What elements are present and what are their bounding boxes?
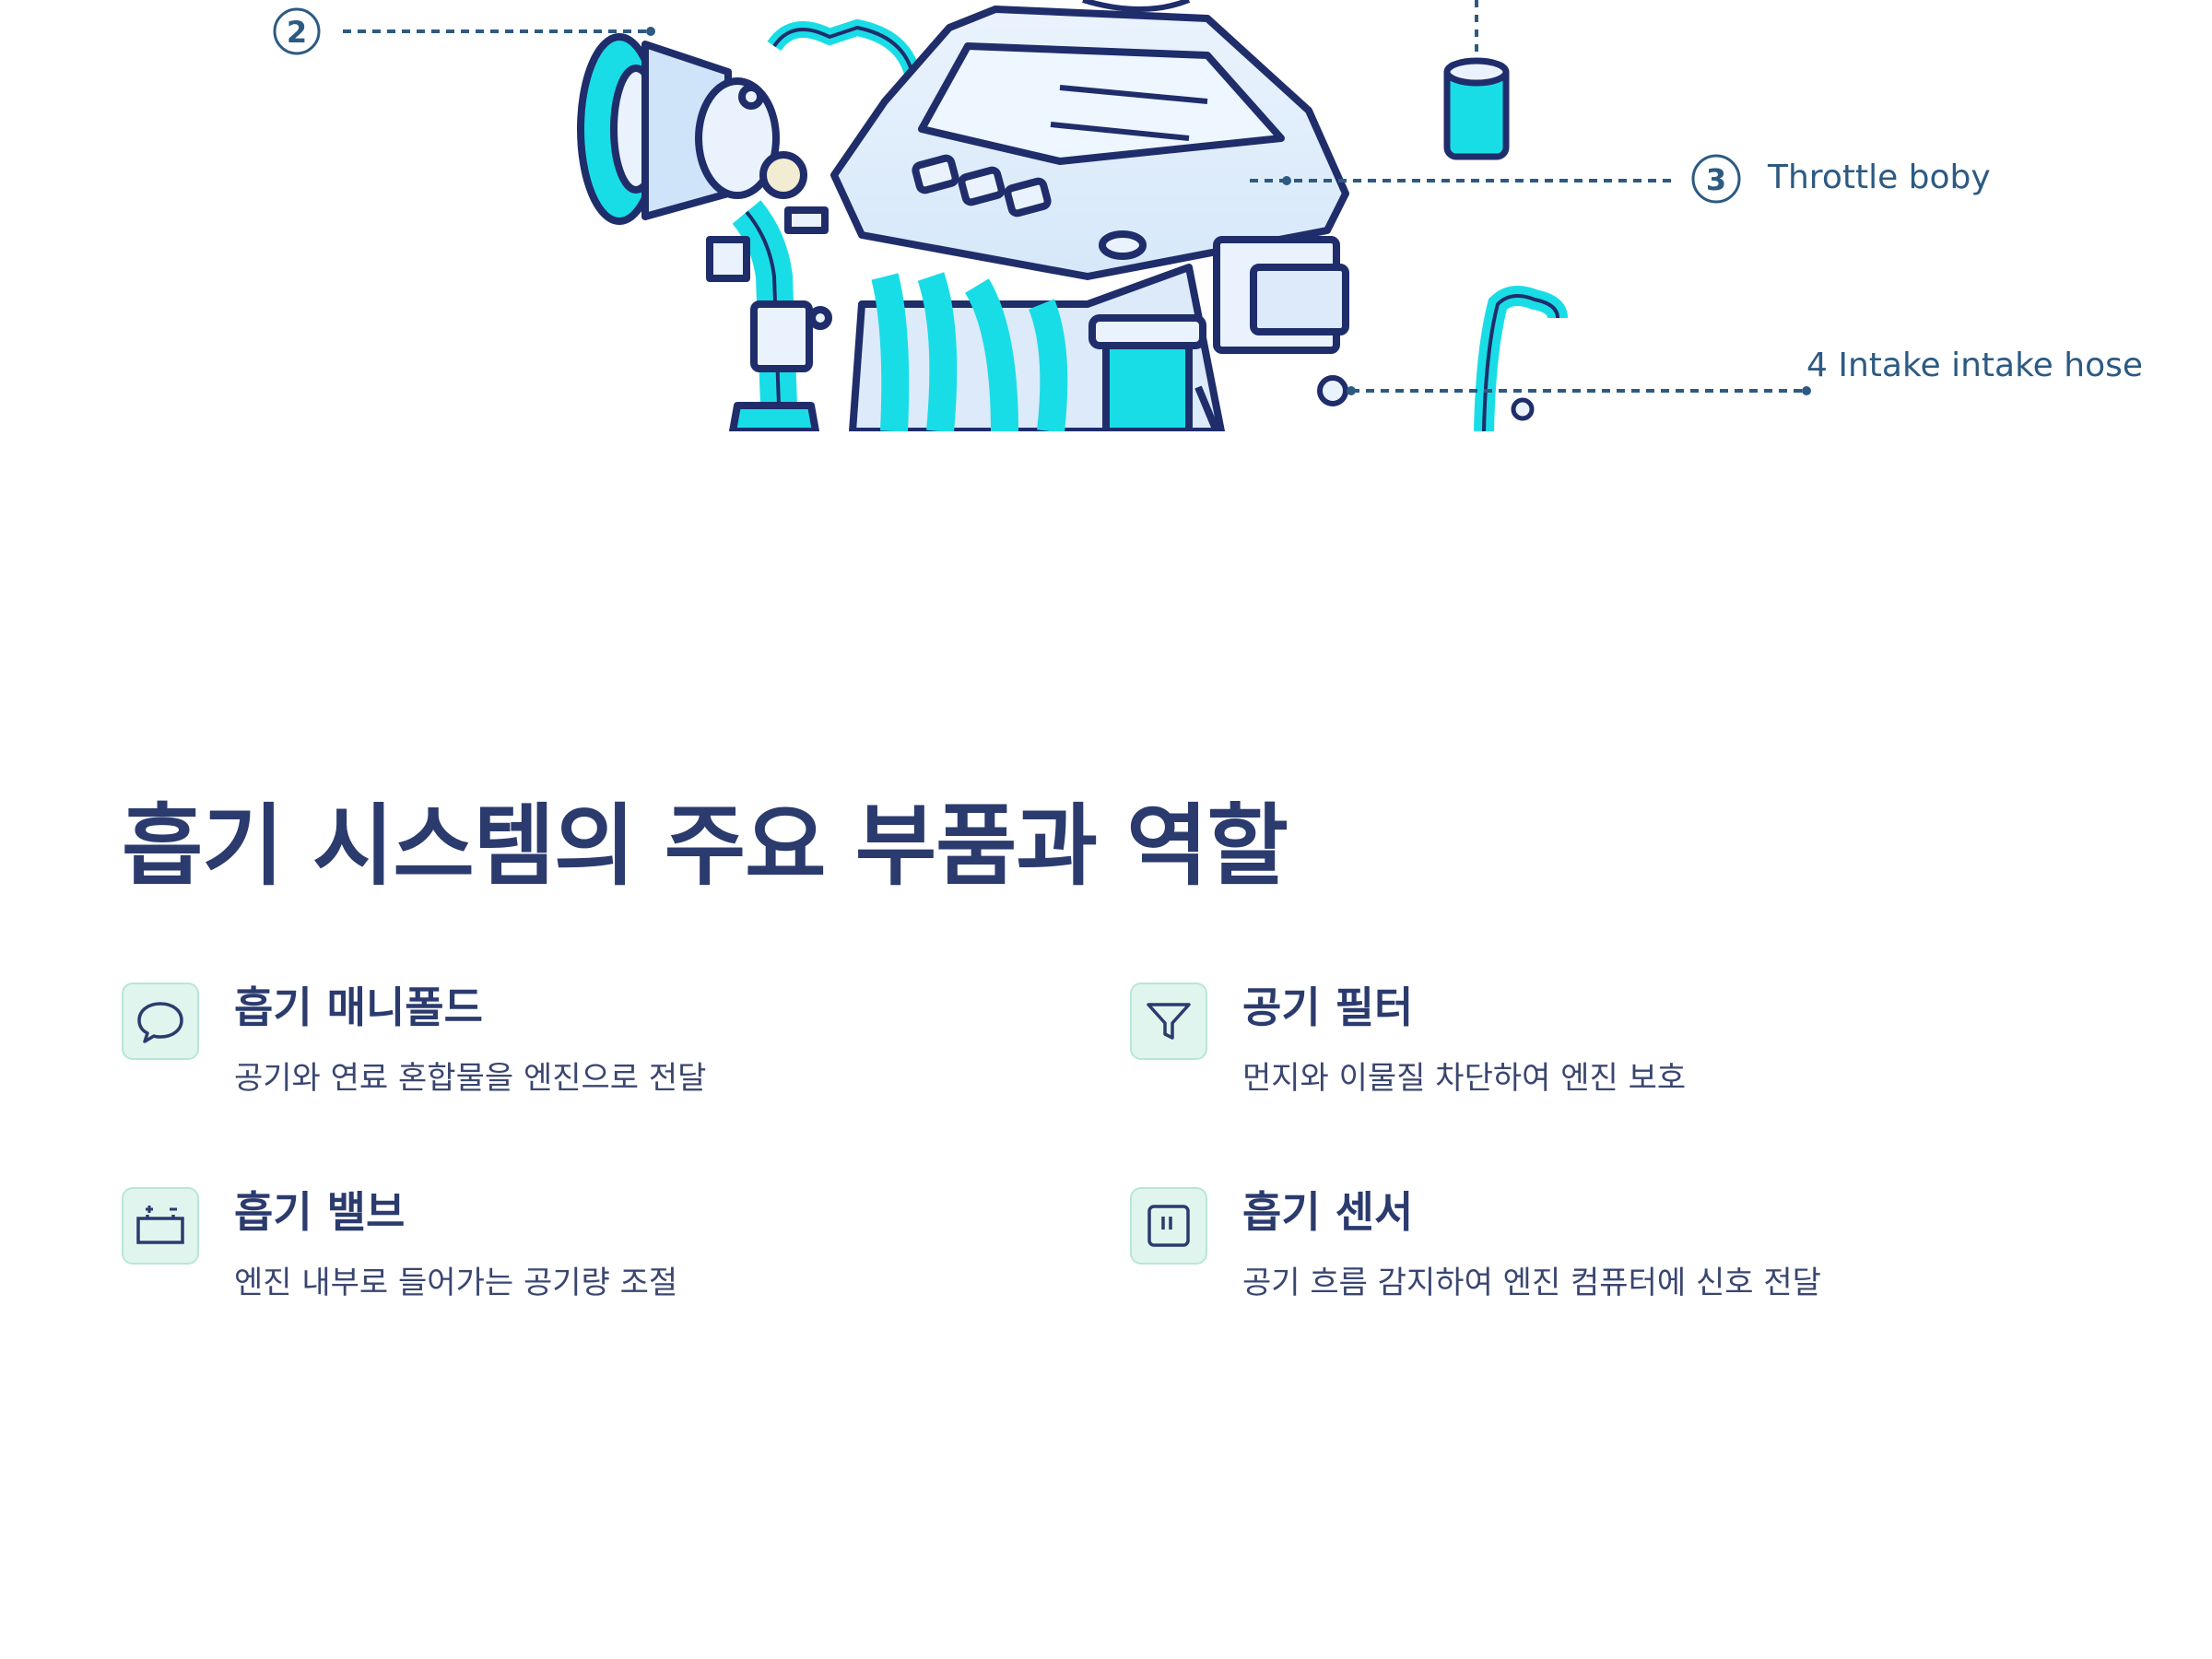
svg-text:3: 3	[1706, 162, 1726, 197]
sensor-square-icon	[1130, 1187, 1207, 1265]
throttle-assembly	[577, 19, 925, 431]
part-name: 흡기 센서	[1242, 1187, 1414, 1237]
engine-block	[849, 264, 1225, 431]
bubble-outline	[1082, 0, 1191, 12]
part-description: 먼지와 이물질 차단하여 엔진 보호	[1242, 1060, 1687, 1097]
filter-cup	[1443, 57, 1510, 160]
filter-funnel-icon	[1130, 982, 1207, 1060]
callout-2: 2	[273, 7, 655, 55]
part-card-intake-sensor: 흡기 센서 공기 흐름 감지하여 엔진 컴퓨터에 신호 전달	[1130, 1187, 2052, 1353]
intake-hose	[1317, 286, 1568, 431]
callout-3: 3 Throttle boby	[1250, 154, 1991, 204]
part-name: 공기 필터	[1242, 982, 1414, 1032]
part-description: 공기 흐름 감지하여 엔진 컴퓨터에 신호 전달	[1242, 1265, 1821, 1301]
speech-bubble-icon	[122, 982, 199, 1060]
battery-icon	[122, 1187, 199, 1265]
part-card-intake-manifold: 흡기 매니폴드 공기와 연료 혼합물을 엔진으로 전달	[122, 982, 1043, 1148]
page-title: 흡기 시스템의 주요 부품과 역할	[122, 794, 1288, 898]
part-description: 엔진 내부로 들어가는 공기량 조절	[234, 1265, 678, 1301]
part-name: 흡기 밸브	[234, 1187, 406, 1237]
part-card-intake-valve: 흡기 밸브 엔진 내부로 들어가는 공기량 조절	[122, 1187, 1043, 1353]
part-card-air-filter: 공기 필터 먼지와 이물질 차단하여 엔진 보호	[1130, 982, 2052, 1148]
part-name: 흡기 매니폴드	[234, 982, 483, 1032]
callout-3-label: Throttle boby	[1767, 159, 1991, 196]
svg-text:2: 2	[287, 15, 307, 50]
callout-4-label: 4 Intake intake hose	[1806, 347, 2143, 384]
engine-illustration: 2 3 Throttle boby 4 Intake intake hose	[0, 0, 2212, 431]
intake-manifold	[830, 6, 1349, 354]
part-description: 공기와 연료 혼합물을 엔진으로 전달	[234, 1060, 707, 1097]
callout-4: 4 Intake intake hose	[1347, 347, 2143, 395]
